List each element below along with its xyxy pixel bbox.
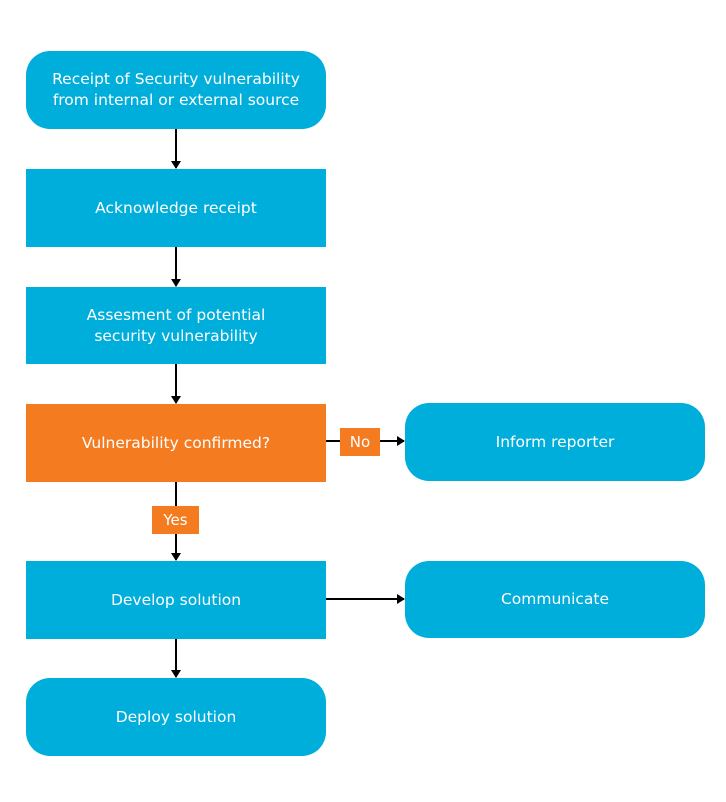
node-develop-label: Develop solution (110, 590, 242, 609)
node-decision: Vulnerability confirmed? (26, 404, 326, 482)
edge-label-no-text: No (349, 433, 371, 451)
node-develop: Develop solution (26, 561, 326, 639)
node-acknowledge-label: Acknowledge receipt (95, 198, 257, 217)
node-assessment: Assesment of potential security vulnerab… (26, 287, 326, 364)
edge-label-yes-text: Yes (163, 511, 188, 529)
node-communicate: Communicate (405, 561, 705, 638)
node-inform-reporter-label: Inform reporter (495, 432, 615, 451)
edge-label-yes: Yes (152, 506, 199, 534)
node-receipt: Receipt of Security vulnerability from i… (26, 51, 326, 129)
edge-label-no: No (340, 428, 380, 456)
node-inform-reporter: Inform reporter (405, 403, 705, 481)
node-deploy: Deploy solution (26, 678, 326, 756)
node-acknowledge: Acknowledge receipt (26, 169, 326, 247)
node-decision-label: Vulnerability confirmed? (81, 433, 271, 452)
node-assessment-label: Assesment of potential security vulnerab… (86, 305, 266, 345)
node-deploy-label: Deploy solution (115, 707, 237, 726)
node-communicate-label: Communicate (500, 590, 610, 608)
node-receipt-label: Receipt of Security vulnerability from i… (52, 70, 300, 109)
